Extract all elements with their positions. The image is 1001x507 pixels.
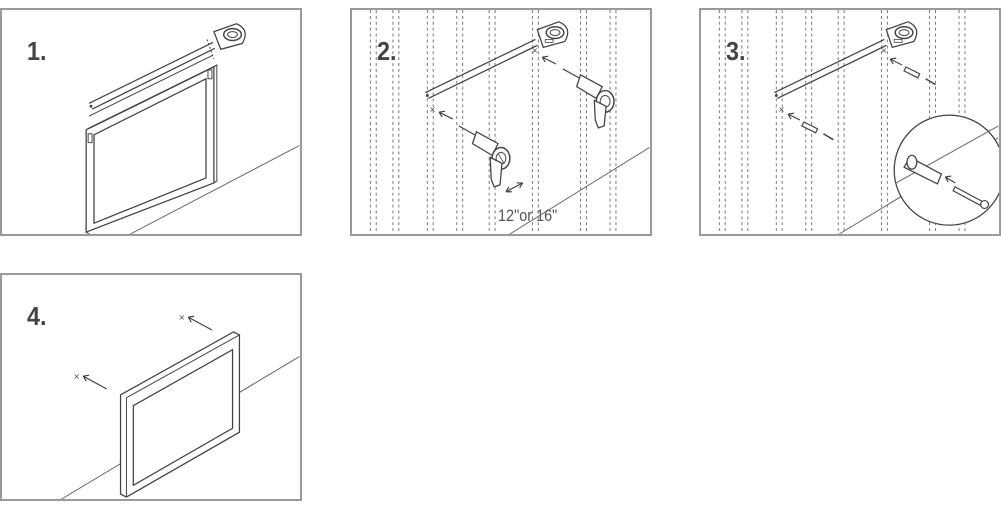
rail-bottom — [777, 44, 887, 99]
level-tool-icon — [213, 23, 246, 51]
rail-bottom — [91, 47, 216, 110]
step-3-panel: × × 3. — [699, 8, 1001, 236]
floor-line — [509, 147, 650, 234]
svg-text:×: × — [531, 46, 538, 55]
rail-end-hole-icon — [89, 104, 93, 108]
step-3-illustration: × × — [718, 10, 999, 234]
svg-text:×: × — [778, 105, 785, 114]
svg-text:×: × — [880, 46, 887, 55]
stud-spacing-label: 12"or 16" — [498, 206, 558, 225]
detail-zoom-circle — [893, 114, 999, 226]
rail-bottom — [428, 44, 538, 99]
screw-icon — [823, 78, 936, 141]
step-2-illustration: × × — [369, 10, 650, 234]
wall-studs — [718, 10, 966, 234]
step-1-illustration — [85, 23, 300, 234]
drill-icon — [562, 68, 615, 129]
arrow-icon — [438, 55, 557, 120]
step-4-panel: × × 4. — [0, 273, 302, 501]
step-1-panel: 1. — [0, 8, 302, 236]
arrow-icon — [82, 315, 213, 390]
mirror-frame — [119, 331, 241, 498]
mirror-frame — [85, 64, 218, 234]
arrow-icon — [787, 57, 903, 121]
step-number: 4. — [27, 301, 47, 331]
step-4-illustration: × × — [61, 313, 300, 499]
rail-top — [774, 38, 885, 94]
drill-icon — [458, 125, 511, 188]
step-number: 1. — [27, 36, 47, 66]
screw-icon: × — [73, 372, 80, 381]
wall-studs — [369, 10, 617, 234]
svg-text:×: × — [429, 105, 436, 114]
floor-line — [130, 145, 300, 234]
rail-top — [425, 38, 536, 94]
level-tool-icon — [885, 21, 918, 49]
rail-top — [88, 41, 214, 104]
wall-anchor-icon — [801, 66, 921, 134]
level-tool-icon — [536, 21, 569, 49]
step-number: 2. — [377, 36, 397, 66]
step-number: 3. — [726, 36, 746, 66]
screw-icon: × — [179, 313, 186, 322]
arrow-icon — [944, 175, 956, 184]
step-2-panel: × × 2. 12"or 16" — [350, 8, 652, 236]
double-arrow-icon — [505, 182, 524, 193]
